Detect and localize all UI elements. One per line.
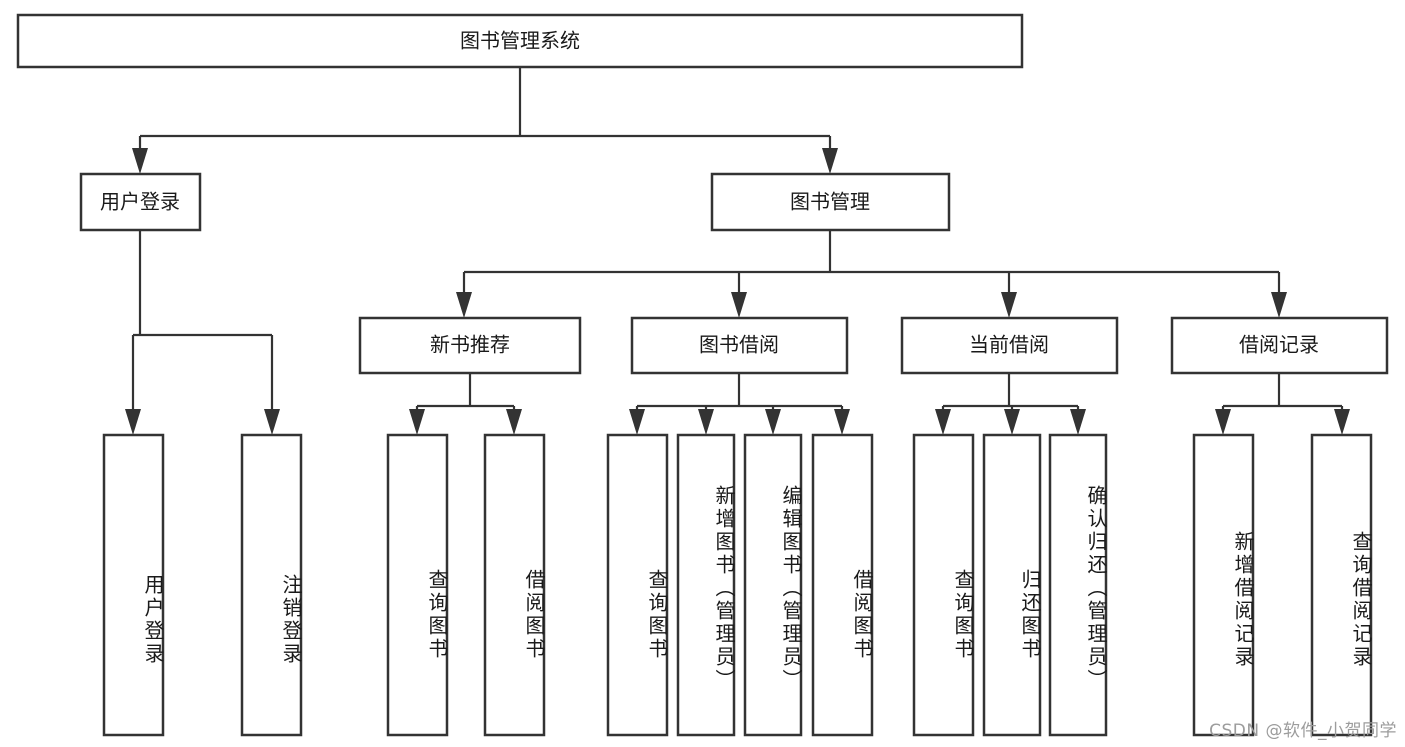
node-new-book-rec[interactable]: 新书推荐: [358, 316, 582, 375]
arrowhead-user-login: [132, 148, 148, 174]
arrowhead-leaf-user-logout: [264, 409, 280, 435]
node-leaf-borrow-book-2-box[interactable]: [811, 433, 874, 737]
connector-layer: [125, 67, 1350, 435]
node-leaf-query-record-box[interactable]: [1310, 433, 1373, 737]
node-leaf-query-book-1-box[interactable]: [386, 433, 449, 737]
node-book-borrow-box[interactable]: [630, 316, 849, 375]
node-leaf-query-book-2-box[interactable]: [606, 433, 669, 737]
node-user-login-label: 用户登录: [100, 190, 180, 214]
node-book-borrow[interactable]: 图书借阅: [630, 316, 849, 375]
node-leaf-return-book-box[interactable]: [982, 433, 1042, 737]
arrowhead-leaf-user-login: [125, 409, 141, 435]
node-book-manage[interactable]: 图书管理: [710, 172, 951, 232]
arrowhead-borrow-record: [1271, 292, 1287, 318]
node-new-book-rec-label: 新书推荐: [430, 333, 510, 357]
node-leaf-add-record-box[interactable]: [1192, 433, 1255, 737]
node-book-manage-label: 图书管理: [790, 190, 870, 214]
node-book-manage-box[interactable]: [710, 172, 951, 232]
node-leaf-borrow-book-1-box[interactable]: [483, 433, 546, 737]
node-leaf-query-book-3-box[interactable]: [912, 433, 975, 737]
arrowhead-leaf-add-book: [698, 409, 714, 435]
arrowhead-leaf-add-record: [1215, 409, 1231, 435]
arrowhead-book-borrow: [731, 292, 747, 318]
node-root-label: 图书管理系统: [460, 29, 580, 53]
node-new-book-rec-box[interactable]: [358, 316, 582, 375]
node-borrow-record[interactable]: 借阅记录: [1170, 316, 1389, 375]
arrowhead-leaf-confirm-return: [1070, 409, 1086, 435]
node-borrow-record-box[interactable]: [1170, 316, 1389, 375]
node-root[interactable]: 图书管理系统: [16, 13, 1024, 69]
node-current-borrow[interactable]: 当前借阅: [900, 316, 1119, 375]
arrowhead-new-book-rec: [456, 292, 472, 318]
node-user-login[interactable]: 用户登录: [79, 172, 202, 232]
arrowhead-leaf-query-book-2: [629, 409, 645, 435]
arrowhead-leaf-borrow-book-2: [834, 409, 850, 435]
arrowhead-leaf-return-book: [1004, 409, 1020, 435]
arrowhead-leaf-borrow-book-1: [506, 409, 522, 435]
leaf-box-layer: [102, 433, 1373, 737]
arrowhead-leaf-query-book-1: [409, 409, 425, 435]
node-leaf-add-book-box[interactable]: [676, 433, 736, 737]
node-user-login-box[interactable]: [79, 172, 202, 232]
arrowhead-leaf-edit-book: [765, 409, 781, 435]
node-current-borrow-label: 当前借阅: [969, 333, 1049, 357]
arrowhead-book-manage: [822, 148, 838, 174]
node-leaf-edit-book-box[interactable]: [743, 433, 803, 737]
node-borrow-record-label: 借阅记录: [1239, 333, 1319, 357]
node-root-box[interactable]: [16, 13, 1024, 69]
arrowhead-leaf-query-record: [1334, 409, 1350, 435]
node-leaf-user-logout-box[interactable]: [240, 433, 303, 737]
node-current-borrow-box[interactable]: [900, 316, 1119, 375]
node-book-borrow-label: 图书借阅: [699, 333, 779, 357]
arrowhead-leaf-query-book-3: [935, 409, 951, 435]
node-leaf-user-login-box[interactable]: [102, 433, 165, 737]
arrowhead-current-borrow: [1001, 292, 1017, 318]
csdn-watermark: CSDN @软件_小贺同学: [1209, 721, 1397, 741]
node-leaf-confirm-return-box[interactable]: [1048, 433, 1108, 737]
